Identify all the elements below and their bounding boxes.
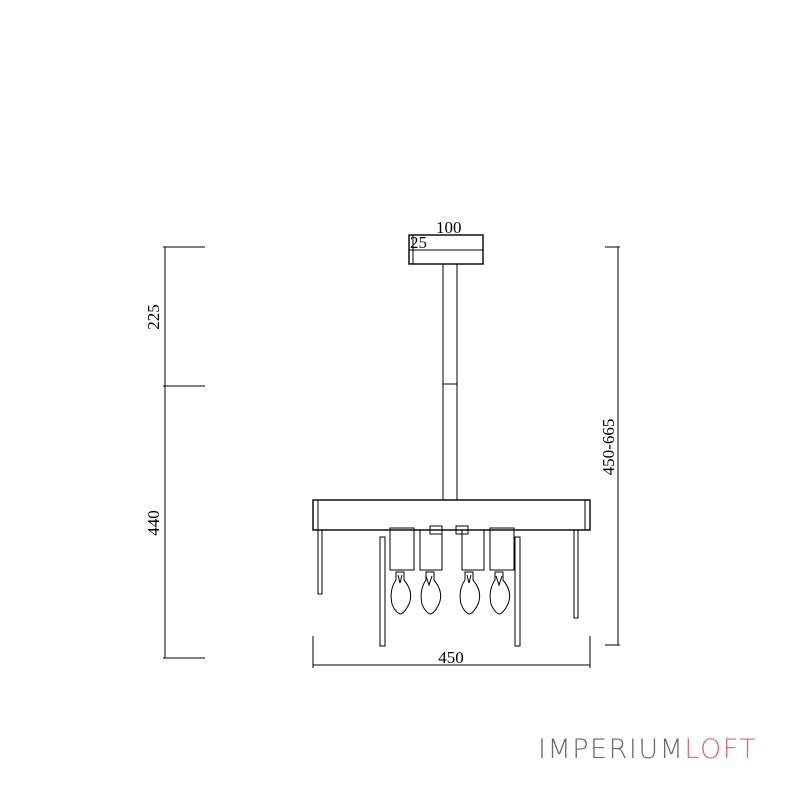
logo-text-imperium: IMPERIUM <box>538 734 685 765</box>
lower-height-label: 440 <box>144 510 163 536</box>
hanging-rods <box>317 529 579 647</box>
socket-cylinders <box>389 525 515 571</box>
brand-logo: IMPERIUMLOFT <box>538 733 757 767</box>
ceiling-canopy <box>408 234 484 265</box>
canopy-height-dimension: 25 <box>410 233 427 252</box>
candle-bulbs <box>390 571 511 615</box>
right-height-dimension <box>605 246 620 646</box>
upper-height-label: 225 <box>144 304 163 330</box>
canopy-height-label: 25 <box>410 233 427 252</box>
bottom-width-dimension <box>312 636 591 668</box>
canopy-width-dimension: 100 <box>436 218 462 237</box>
total-height-label: 450-665 <box>599 419 618 476</box>
canopy-width-label: 100 <box>436 218 462 237</box>
fixture-width-label: 450 <box>438 648 464 667</box>
logo-text-loft: LOFT <box>684 734 758 765</box>
left-height-dimension <box>163 246 205 659</box>
suspension-rod <box>442 264 458 500</box>
frame-plate <box>312 499 591 531</box>
